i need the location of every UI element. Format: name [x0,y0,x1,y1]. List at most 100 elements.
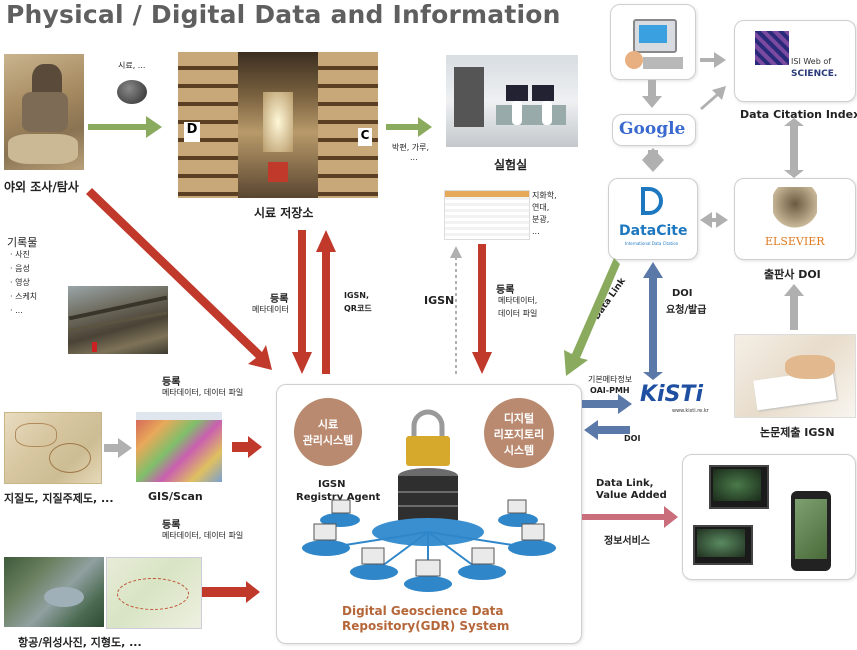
records-title: 기록물 [7,236,38,249]
laptop-icon [507,499,527,514]
lab-transfer-label: 박편, 가루, [392,143,430,152]
link [427,531,483,573]
sample-rock-icon [117,80,147,104]
google-logo: Google [619,119,686,139]
topographic-map-photo [106,557,202,629]
kisti-logo: KiSTi [640,382,703,407]
doi-request-line2: 요청/발급 [666,305,707,316]
maps-register-sub: 메타데이터, 데이터 파일 [162,388,244,397]
gdr-title-line2: Repository(GDR) System [342,619,510,633]
lab-photo [446,55,578,147]
lab-igsn-label: IGSN [424,294,455,307]
geologic-map-label: 지질도, 지질주제도, ... [4,492,114,505]
kisti-doi-label: DOI [624,434,641,443]
arrow-user-to-google [642,80,662,108]
publisher-doi-label: 출판사 DOI [764,268,821,281]
paper-submission-photo [734,334,856,418]
link [325,531,429,549]
info-service-label: 정보서비스 [604,536,650,547]
arrow-gis-to-gdr [232,436,262,458]
arrow-user-to-isi [700,52,726,68]
lab-transfer-label-more: ... [410,153,418,162]
page-title: Physical / Digital Data and Information [6,0,561,29]
arrow-kisti-to-gdr [584,420,630,440]
info-service-box [682,454,856,580]
arrow-aerial-to-gdr [202,581,260,603]
lab-data-type: ... [532,227,540,236]
datacite-logo-sub: International Data Citation [625,241,679,246]
laptop-icon [313,523,337,541]
aerial-register-sub: 메타데이터, 데이터 파일 [162,531,244,540]
sample-management-line2: 관리시스템 [302,434,354,447]
igsn-agent-line1: IGSN [318,479,346,490]
lab-data-type: 지화학, [532,191,557,200]
records-item: · 스케치 [10,292,38,301]
gdr-title-line1: Digital Geoscience Data [342,604,504,618]
sample-storage-label: 시료 저장소 [254,206,314,220]
sample-management-system: 시료 관리시스템 [294,398,362,466]
storage-igsn-label: IGSN, [344,291,370,300]
records-item: · ... [10,306,23,315]
arrow-datacite-data-link [564,258,620,376]
lock-shackle [411,409,445,438]
aerial-label: 항공/위성사진, 지형도, ... [18,636,142,649]
lab-data-type: 연대, [532,203,550,212]
arrow-storage-to-gdr [292,230,312,374]
paper-igsn-label: 논문제출 IGSN [760,426,835,439]
outcrop-photo [68,286,168,354]
database-network-illustration [302,409,556,592]
storage-qr-label: QR코드 [344,304,372,313]
arrow-google-datacite [642,150,664,172]
repository-line2: 리포지토리 [493,428,545,441]
arrow-paper-to-elsevier [784,284,804,330]
gis-scan-photo [136,412,222,482]
laptop-icon [521,523,545,541]
isi-logo-line1: ISI Web of [791,57,832,66]
data-link-value-line1: Data Link, [596,478,654,489]
repository-line3: 시스템 [503,444,535,457]
records-item: · 사진 [10,250,30,259]
storage-register-sub: 메타데이터 [252,305,289,314]
link [427,531,533,549]
laptop-icon [415,559,441,577]
kisti-meta-line1: 기본메타정보 [588,375,633,384]
storage-register-title: 등록 [270,294,289,305]
field-survey-label: 야외 조사/탐사 [4,180,79,194]
arrow-gdr-to-info [582,506,678,528]
arrow-elsevier-datacite [700,212,712,228]
doi-request-line1: DOI [672,288,693,299]
sample-management-line1: 시료 [317,418,339,431]
lab-label: 실험실 [494,158,528,172]
lock-body [406,436,450,466]
aerial-register-title: 등록 [162,520,181,531]
arrow-field-to-gdr [86,188,272,370]
digital-repository-system: 디지털 리포지토리 시스템 [484,398,554,468]
repository-line1: 디지털 [503,412,535,425]
records-item: · 음성 [10,264,30,273]
data-citation-index-label: Data Citation Index [740,108,857,121]
arrow-map-to-gis [104,438,132,458]
lab-register-sub2: 데이터 파일 [498,309,538,318]
gis-scan-label: GIS/Scan [148,490,203,503]
spreadsheet-thumbnail [444,190,530,240]
lab-register-sub: 메타데이터, [498,296,538,305]
arrow-datacite-kisti [643,262,663,380]
datacite-box: DataCite International Data Citation [608,178,698,260]
arrow-lab-to-gdr [472,244,492,374]
arrow-gdr-to-kisti [582,394,632,414]
link [373,531,429,573]
arrow-datacite-google-up [642,148,664,160]
maps-register-title: 등록 [162,377,181,388]
arrow-google-to-isi [700,86,726,110]
laptop-icon [361,547,385,565]
igsn-agent-line2: Registry Agent [296,492,381,503]
satellite-photo [4,557,104,627]
arrow-isi-elsevier [784,118,804,178]
arrow-gdr-to-storage [316,230,336,374]
elsevier-logo: ELSEVIER [765,235,825,248]
lab-register-title: 등록 [496,285,515,296]
arrow-storage-to-lab [386,117,432,137]
isi-logo-line2: SCIENCE. [791,69,838,79]
lab-data-type: 분광, [532,215,550,224]
